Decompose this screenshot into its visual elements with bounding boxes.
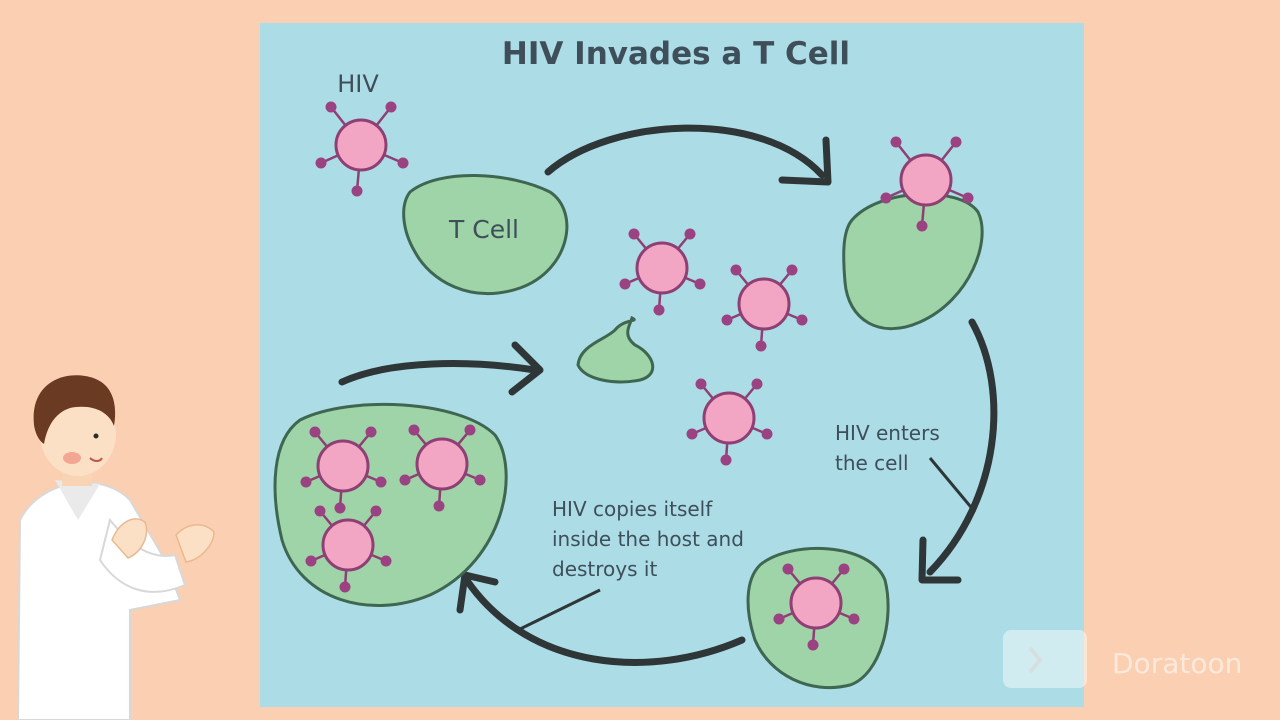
presenter-character bbox=[18, 375, 214, 720]
copies-label-line3: destroys it bbox=[552, 557, 657, 581]
enters-label-line1: HIV enters bbox=[835, 421, 940, 445]
hiv-label: HIV bbox=[337, 70, 379, 98]
t-cell-label: T Cell bbox=[448, 215, 519, 244]
watermark-logo-icon bbox=[1003, 630, 1087, 688]
enters-label-line2: the cell bbox=[835, 451, 909, 475]
copies-label-line2: inside the host and bbox=[552, 527, 744, 551]
watermark: Doratoon bbox=[1003, 630, 1242, 688]
copies-label-line1: HIV copies itself bbox=[552, 497, 713, 521]
diagram-title: HIV Invades a T Cell bbox=[502, 36, 850, 72]
watermark-text: Doratoon bbox=[1112, 647, 1242, 680]
